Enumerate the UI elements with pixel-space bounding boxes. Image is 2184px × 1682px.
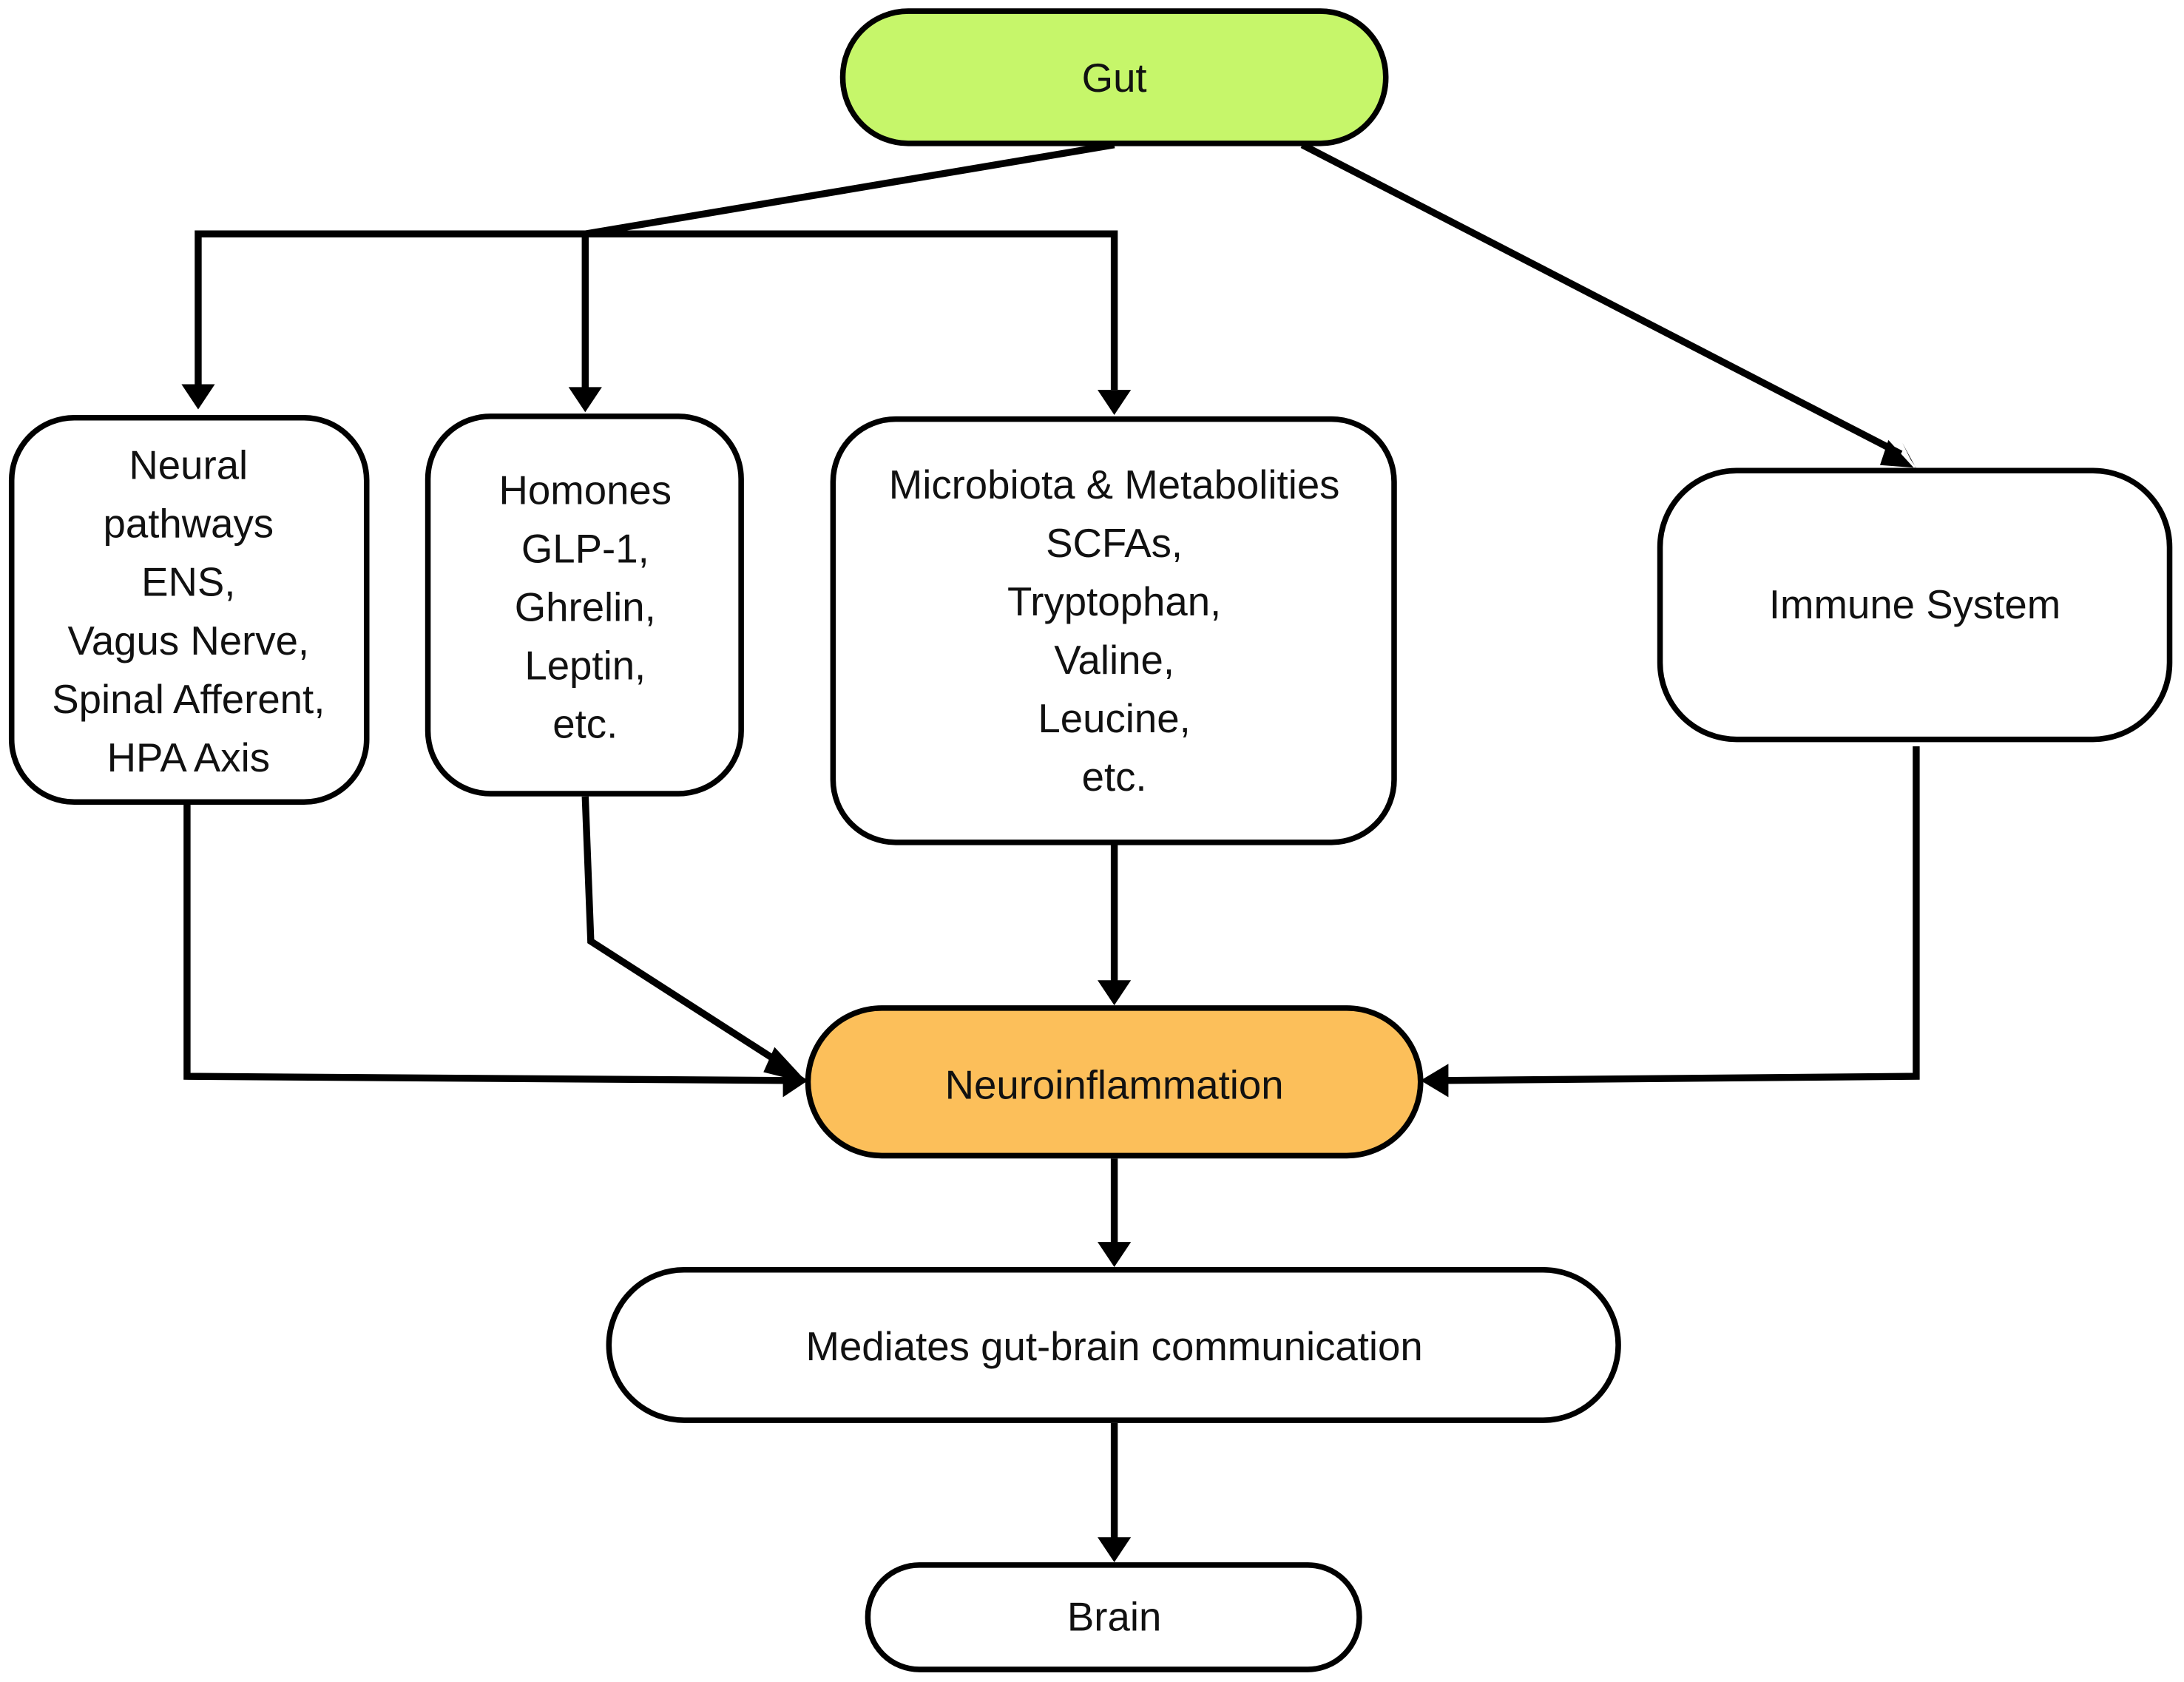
neural-label-line: ENS, — [141, 560, 235, 605]
arrowhead-immune — [1879, 439, 1919, 474]
mediates-label-line: Mediates gut-brain communication — [805, 1324, 1422, 1369]
neuroinflammation-label-line: Neuroinflammation — [945, 1062, 1284, 1107]
microbiota-label-line: Valine, — [1054, 638, 1174, 683]
hormones-label-line: Ghrelin, — [515, 585, 656, 630]
hormones-label-line: GLP-1, — [521, 527, 649, 572]
hormones-box — [425, 413, 744, 797]
edge-gut-to-immune — [1300, 141, 1903, 457]
neuroinflammation-label: Neuroinflammation — [945, 1062, 1284, 1107]
microbiota-label-line: Microbiota & Metabolities — [889, 462, 1340, 507]
brain-box — [865, 1562, 1362, 1672]
hormones-label-line: Leptin, — [524, 644, 646, 689]
arrowhead-hormones — [568, 387, 602, 413]
arrowhead-hormones-in — [763, 1047, 808, 1084]
node-mediates: Mediates gut-brain communication — [606, 1267, 1621, 1423]
gut-label-line: Gut — [1082, 55, 1147, 101]
neuroinflammation-box — [805, 1005, 1424, 1159]
arrowhead-immune-in — [1420, 1064, 1449, 1098]
immune-label-line: Immune System — [1769, 582, 2060, 627]
arrowhead-neural — [181, 384, 215, 410]
mediates-label: Mediates gut-brain communication — [805, 1324, 1422, 1369]
neural-label-line: Neural — [129, 443, 248, 488]
microbiota-label-line: Leucine, — [1038, 696, 1190, 741]
node-immune-system: Immune System — [1657, 467, 2173, 743]
microbiota-label-line: etc. — [1082, 754, 1147, 800]
microbiota-box — [830, 416, 1397, 845]
neural-label-line: Spinal Afferent, — [52, 677, 325, 722]
arrowhead-microbiota — [1098, 390, 1132, 415]
hormones-label-line: Homones — [498, 467, 672, 513]
brain-label-line: Brain — [1067, 1594, 1161, 1639]
immune-label: Immune System — [1769, 582, 2060, 627]
edge-immune-to-neuroinflammation — [1442, 746, 1920, 1084]
node-neuroinflammation: Neuroinflammation — [805, 1005, 1424, 1159]
microbiota-label-line: Tryptophan, — [1007, 579, 1221, 624]
mediates-box — [606, 1267, 1621, 1423]
edge-gut-bus — [195, 230, 1118, 391]
neural-box — [8, 414, 370, 805]
node-gut: Gut — [839, 8, 1389, 146]
immune-box — [1657, 467, 2173, 743]
hormones-label-line: etc. — [552, 702, 618, 747]
arrowhead-mediates — [1098, 1242, 1132, 1268]
edges — [181, 141, 1920, 1563]
node-brain: Brain — [865, 1562, 1362, 1672]
edge-neural-to-neuroinflammation — [183, 805, 789, 1084]
microbiota-label-line: SCFAs, — [1046, 521, 1183, 566]
gut-label: Gut — [1082, 55, 1147, 101]
neural-label-line: HPA Axis — [107, 735, 270, 780]
edge-gut-branch — [584, 141, 1115, 237]
brain-label: Brain — [1067, 1594, 1161, 1639]
edge-hormones-to-neuroinflammation — [581, 796, 788, 1070]
neural-label-line: Vagus Nerve, — [67, 618, 309, 663]
arrowhead-microbiota-in — [1098, 980, 1132, 1006]
arrowhead-brain — [1098, 1537, 1132, 1563]
neural-label-line: pathways — [104, 501, 274, 547]
gut-box — [839, 8, 1389, 146]
